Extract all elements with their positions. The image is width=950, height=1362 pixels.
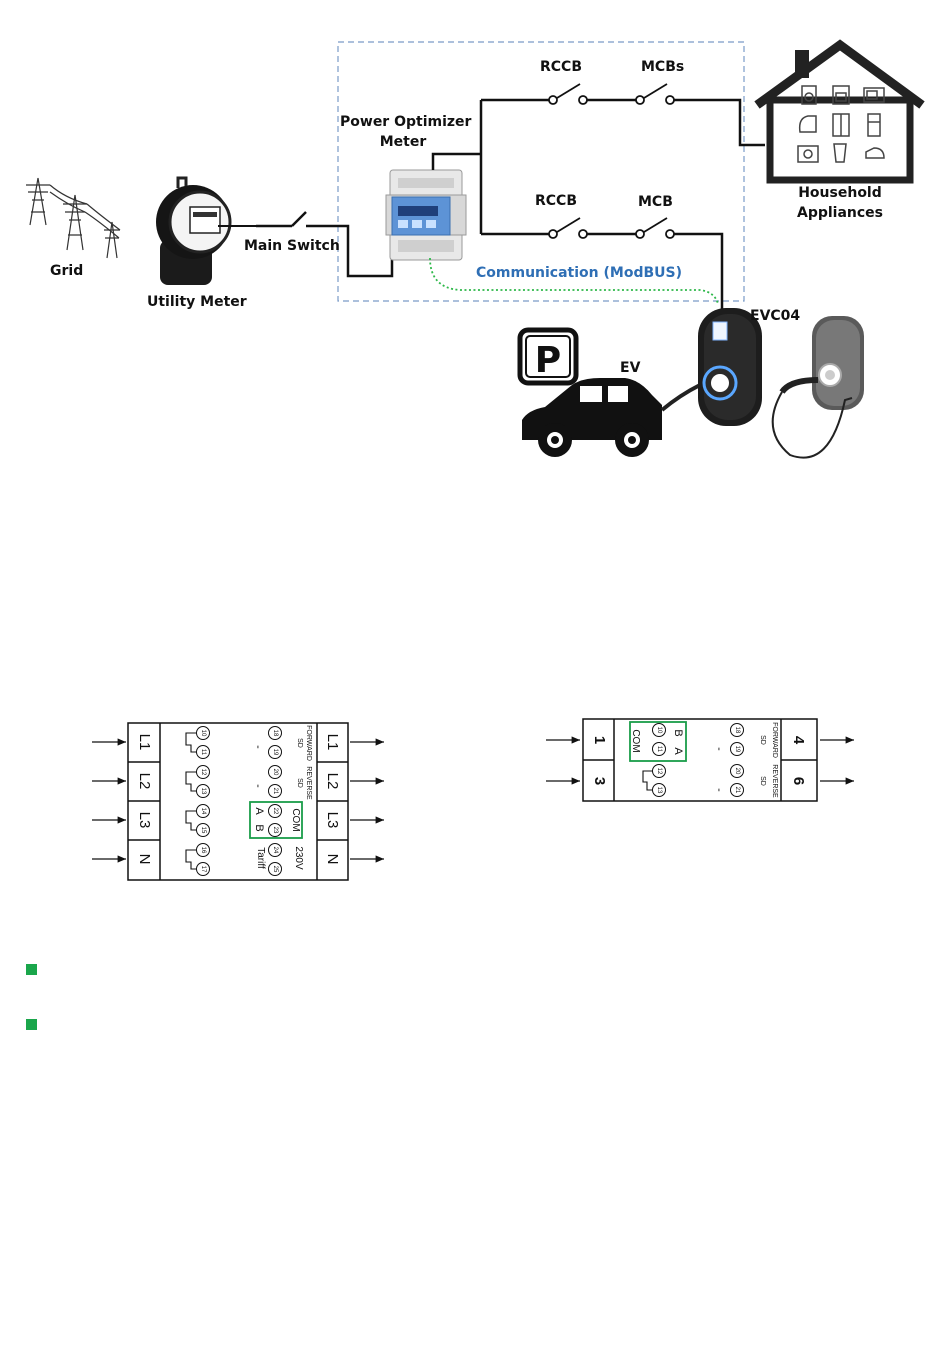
tb3-minus-label: - [252, 784, 264, 788]
tb1-left-line-label: 3 [591, 776, 608, 786]
rccb-bottom-label: RCCB [535, 193, 577, 209]
tb1-b-label: B [672, 729, 684, 737]
communication-label: Communication (ModBUS) [476, 265, 682, 281]
evc04-charger-icon [698, 308, 762, 426]
tb1-sd-label: SD [759, 735, 766, 745]
tb3-terminal-circle: 15 [196, 823, 210, 837]
tb3-com-label: COM [290, 808, 301, 832]
optimizer-enclosure [337, 41, 745, 302]
tb3-terminal-circle: 20 [268, 765, 282, 779]
utility-meter-label: Utility Meter [147, 294, 247, 310]
tb1-left-line-label: 1 [591, 735, 608, 745]
system-diagram: P [26, 39, 925, 459]
main-switch-label: Main Switch [244, 238, 340, 254]
evc04-label: EVC04 [750, 308, 801, 324]
tb3-tariff-label: Tariff [255, 847, 266, 869]
tb1-minus-label: - [713, 747, 725, 751]
parking-letter: P [535, 340, 561, 381]
rccb-top-switch [548, 83, 765, 147]
tb3-terminal-circle: 21 [268, 784, 282, 798]
tb3-terminal-circle: 12 [196, 765, 210, 779]
tb1-sd-label: SD [759, 776, 766, 786]
tb3-minus-label: - [252, 745, 264, 749]
secondary-charger-icon [771, 316, 864, 459]
tb3-terminal-circle: 16 [196, 843, 210, 857]
ev-car-icon [522, 378, 662, 457]
bullet-marker-1 [26, 964, 37, 975]
tb3-left-line-label: N [136, 853, 153, 865]
tb1-a-label: A [672, 747, 684, 755]
grid-pylons-icon [26, 177, 121, 259]
tb1-reverse-label: REVERSE [771, 764, 778, 798]
tb3-right-line-label: L1 [324, 733, 341, 751]
bullet-marker-2 [26, 1019, 37, 1030]
tb1-com-label: COM [630, 729, 641, 753]
tb1-terminal-circle: 13 [652, 783, 666, 797]
tb3-right-line-label: L2 [324, 772, 341, 790]
power-optimizer-label-line2: Meter [379, 134, 427, 150]
tb3-reverse-label: REVERSE [305, 766, 312, 800]
tb1-terminal-circle: 20 [730, 764, 744, 778]
tb3-terminal-circle: 10 [196, 726, 210, 740]
tb3-left-line-label: L2 [136, 772, 153, 790]
tb3-terminal-circle: 19 [268, 745, 282, 759]
tb1-terminal-circle: 18 [730, 723, 744, 737]
tb3-b-label: B [253, 824, 265, 832]
tb3-terminal-circle: 17 [196, 862, 210, 876]
tb1-terminal-circle: 10 [652, 723, 666, 737]
tb3-terminal-circle: 13 [196, 784, 210, 798]
tb3-terminal-circle: 18 [268, 726, 282, 740]
tb1-minus-label: - [713, 788, 725, 792]
tb3-terminal-circle: 25 [268, 862, 282, 876]
tb3-terminal-circle: 24 [268, 843, 282, 857]
tb3-left-line-label: L1 [136, 733, 153, 751]
tb1-terminal-circle: 21 [730, 783, 744, 797]
tb3-terminal-circle: 14 [196, 804, 210, 818]
mcbs-top-label: MCBs [641, 59, 685, 75]
household-label-line2: Appliances [796, 205, 884, 221]
power-optimizer-meter-icon [385, 169, 467, 261]
tb1-right-line-label: 6 [790, 776, 807, 786]
tb3-terminal-circle: 22 [268, 804, 282, 818]
tb3-a-label: A [253, 807, 265, 815]
tb3-terminal-circle: 11 [196, 745, 210, 759]
power-optimizer-label-line1: Power Optimizer [340, 114, 472, 130]
tb3-230v-label: 230V [293, 846, 304, 870]
rccb-top-label: RCCB [540, 59, 582, 75]
tb3-terminal-circle: 23 [268, 823, 282, 837]
tb3-right-line-label: L3 [324, 811, 341, 829]
grid-label: Grid [50, 263, 84, 279]
tb1-terminal-circle: 19 [730, 742, 744, 756]
mcb-bottom-label: MCB [638, 194, 673, 210]
tb3-right-line-label: N [324, 853, 341, 865]
parking-sign-icon [517, 327, 579, 386]
rccb-bottom-switch [548, 217, 724, 312]
household-icon [754, 39, 925, 184]
tb1-right-line-label: 4 [790, 735, 807, 745]
utility-meter-icon [156, 176, 232, 285]
tb1-terminal-circle: 12 [652, 764, 666, 778]
ev-label: EV [620, 360, 641, 376]
tb3-left-line-label: L3 [136, 811, 153, 829]
communication-line [429, 257, 719, 305]
household-label-line1: Household [798, 185, 882, 201]
tb1-terminal-circle: 11 [652, 742, 666, 756]
